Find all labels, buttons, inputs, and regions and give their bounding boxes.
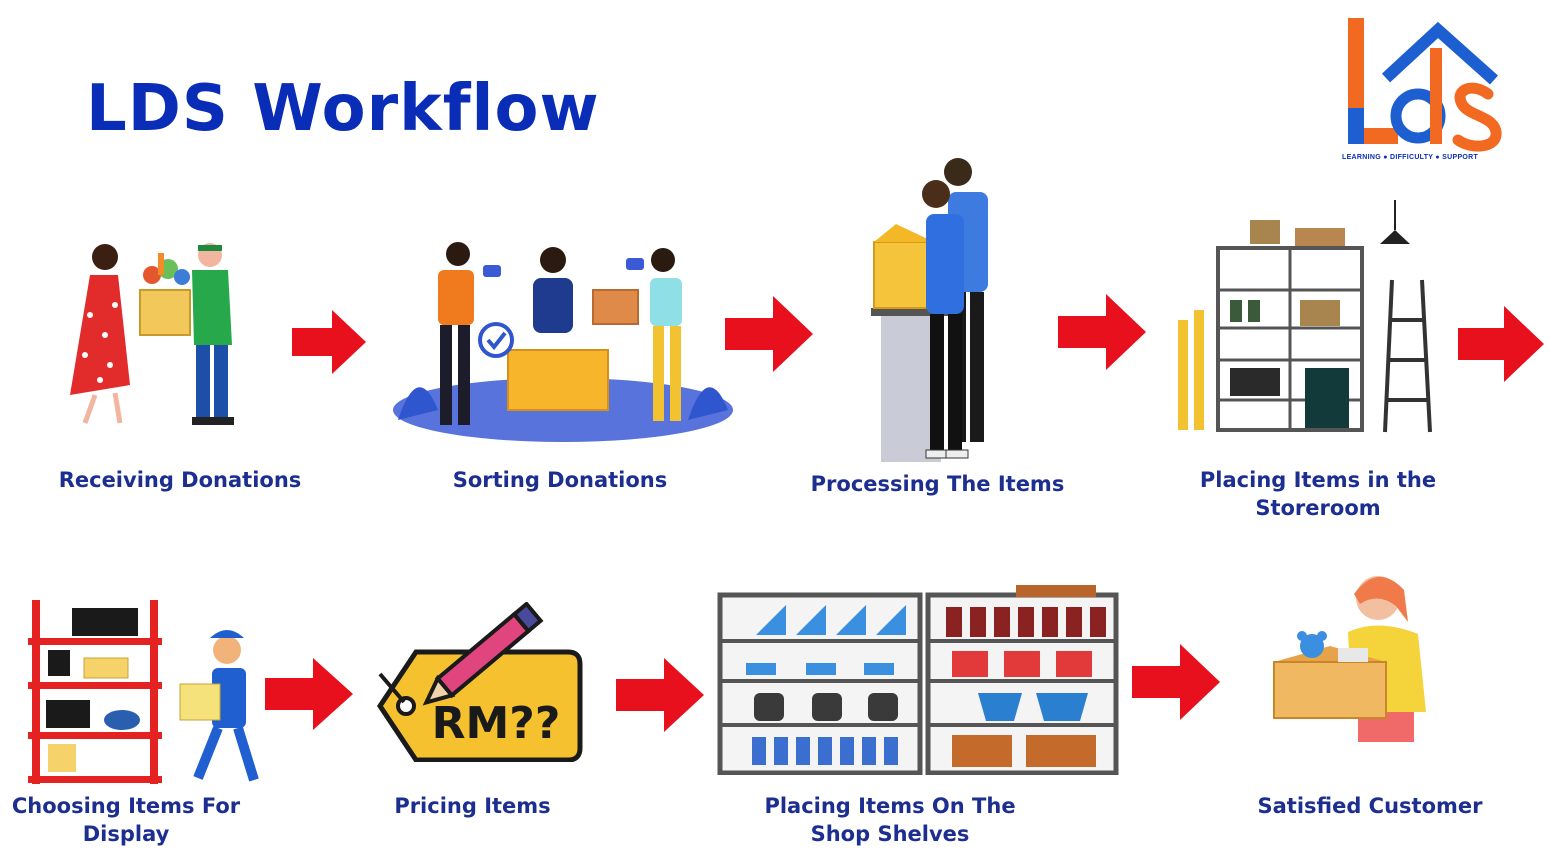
arrow-right-icon — [292, 310, 366, 374]
shop-shelves-illustration — [717, 585, 1119, 775]
step-label-receiving: Receiving Donations — [58, 468, 302, 492]
step-label-sorting: Sorting Donations — [452, 468, 668, 492]
arrow-right-icon — [1132, 644, 1220, 720]
step-label-shop-shelves: Placing Items On The Shop Shelves — [764, 794, 1016, 846]
logo-tagline: LEARNING ● DIFFICULTY ● SUPPORT — [1342, 154, 1479, 161]
page-title: LDS Workflow — [86, 72, 600, 146]
arrow-right-icon — [1058, 294, 1146, 370]
lds-logo — [1348, 18, 1502, 152]
arrow-right-icon — [616, 658, 704, 732]
step-label-choosing: Choosing Items For Display — [11, 794, 241, 846]
processing-workers-illustration — [871, 158, 988, 462]
arrow-right-icon — [725, 296, 813, 372]
step-label-pricing: Pricing Items — [394, 794, 551, 818]
price-tag-illustration: RM?? — [376, 602, 583, 762]
display-choice-illustration — [28, 600, 259, 784]
storeroom-shelves-illustration — [1178, 200, 1432, 433]
sorting-team-illustration — [393, 242, 733, 442]
donation-handover-illustration — [70, 243, 234, 425]
price-tag-text: RM?? — [432, 698, 561, 749]
arrow-right-icon — [265, 658, 353, 730]
arrow-right-icon — [1458, 306, 1544, 382]
satisfied-customer-illustration — [1273, 576, 1426, 742]
step-label-satisfied: Satisfied Customer — [1257, 794, 1483, 818]
step-label-storeroom: Placing Items in the Storeroom — [1199, 468, 1437, 520]
step-label-processing: Processing The Items — [810, 472, 1065, 496]
